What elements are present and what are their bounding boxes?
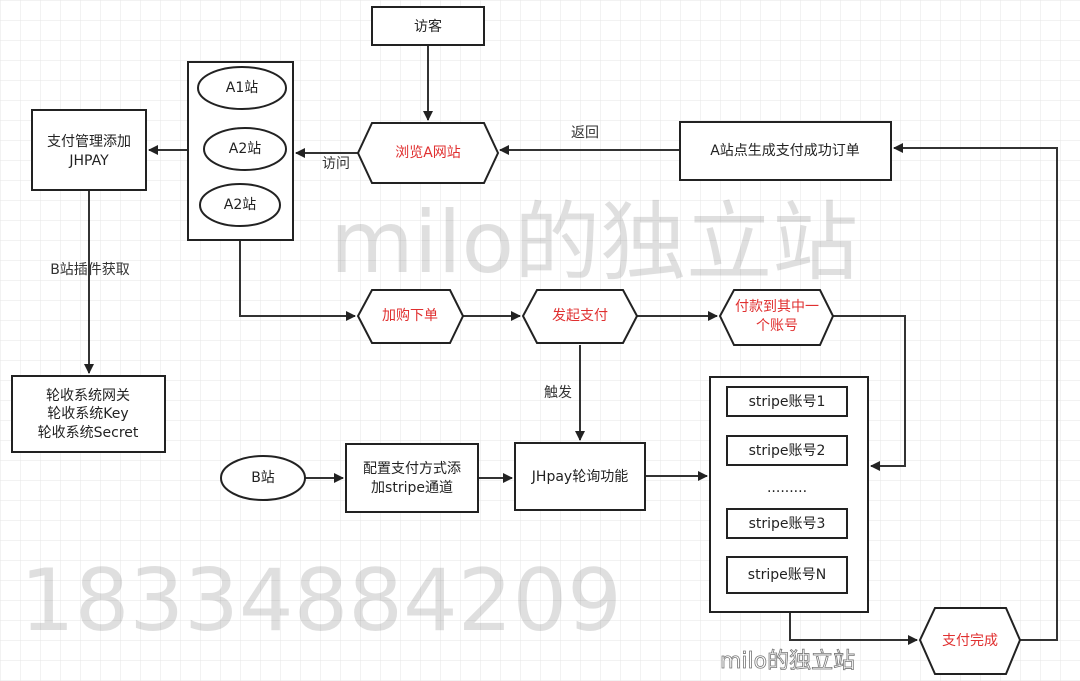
edge-label-visit: 访问 [322, 156, 350, 172]
node-site-a2[interactable] [203, 127, 287, 171]
watermark-phone: 18334884209 [20, 551, 622, 651]
node-pay-account[interactable] [718, 289, 835, 346]
edge-label-trigger: 触发 [544, 385, 572, 401]
node-initiate-pay[interactable] [521, 289, 639, 344]
node-gateway[interactable] [11, 375, 166, 453]
node-jhpay-poll[interactable] [514, 442, 646, 511]
node-pay-account-label-2: 个账号 [756, 318, 798, 334]
edge-account-stripe [833, 315, 906, 471]
node-add-cart[interactable] [356, 289, 465, 344]
node-visitor[interactable] [371, 6, 485, 46]
node-add-cart-label: 加购下单 [382, 308, 438, 324]
node-gateway-label-1: 轮收系统网关 [46, 388, 130, 404]
node-visitor-label: 访客 [414, 18, 442, 35]
node-site-b-label: B站 [251, 470, 275, 486]
node-site-b[interactable] [220, 455, 306, 501]
node-site-a3[interactable] [199, 183, 281, 227]
edge-sites-addcart [239, 240, 356, 321]
node-site-a1-label: A1站 [226, 80, 258, 96]
node-stripe-n[interactable] [726, 556, 848, 594]
edge-bottom-order [893, 143, 1058, 641]
node-gateway-label-2: 轮收系统Key [47, 406, 128, 422]
node-pay-mgmt-label-1: 支付管理添加 [47, 134, 131, 150]
node-pay-mgmt[interactable] [31, 109, 147, 191]
node-pay-mgmt-label-2: JHPAY [68, 153, 109, 169]
node-config-label-1: 配置支付方式添 [363, 461, 461, 477]
node-stripe-1-label: stripe账号1 [749, 394, 826, 410]
node-order-label: A站点生成支付成功订单 [710, 143, 860, 159]
node-browse[interactable] [356, 122, 500, 184]
node-stripe-1[interactable] [726, 386, 848, 417]
node-config-label-2: 加stripe通道 [371, 480, 453, 496]
node-config[interactable] [345, 443, 479, 513]
node-stripe-3-label: stripe账号3 [749, 516, 826, 532]
node-stripe-3[interactable] [726, 508, 848, 539]
watermark-brand: milo的独立站 [330, 193, 858, 293]
node-order[interactable] [679, 121, 892, 181]
node-browse-label: 浏览A网站 [395, 145, 461, 161]
node-gateway-label-3: 轮收系统Secret [38, 425, 139, 441]
node-site-a1[interactable] [197, 66, 287, 110]
node-site-a3-label: A2站 [224, 197, 256, 213]
edge-label-plugin: B站插件获取 [50, 262, 130, 278]
watermark-corner: milo的独立站 [720, 649, 855, 674]
node-jhpay-poll-label: JHpay轮询功能 [531, 469, 628, 485]
edge-label-return: 返回 [571, 125, 599, 141]
node-stripe-2[interactable] [726, 435, 848, 466]
edge-stripe-bottom [789, 612, 918, 645]
node-stripe-n-label: stripe账号N [748, 567, 826, 583]
node-bottom-hex-label: 支付完成 [942, 633, 998, 649]
node-initiate-pay-label: 发起支付 [552, 308, 608, 324]
node-stripe-dots: ......... [767, 480, 807, 496]
node-bottom-hex[interactable] [918, 607, 1022, 675]
node-pay-account-label-1: 付款到其中一 [735, 299, 819, 315]
node-stripe-2-label: stripe账号2 [749, 443, 826, 459]
node-site-a2-label: A2站 [229, 141, 261, 157]
edges [84, 45, 1058, 645]
